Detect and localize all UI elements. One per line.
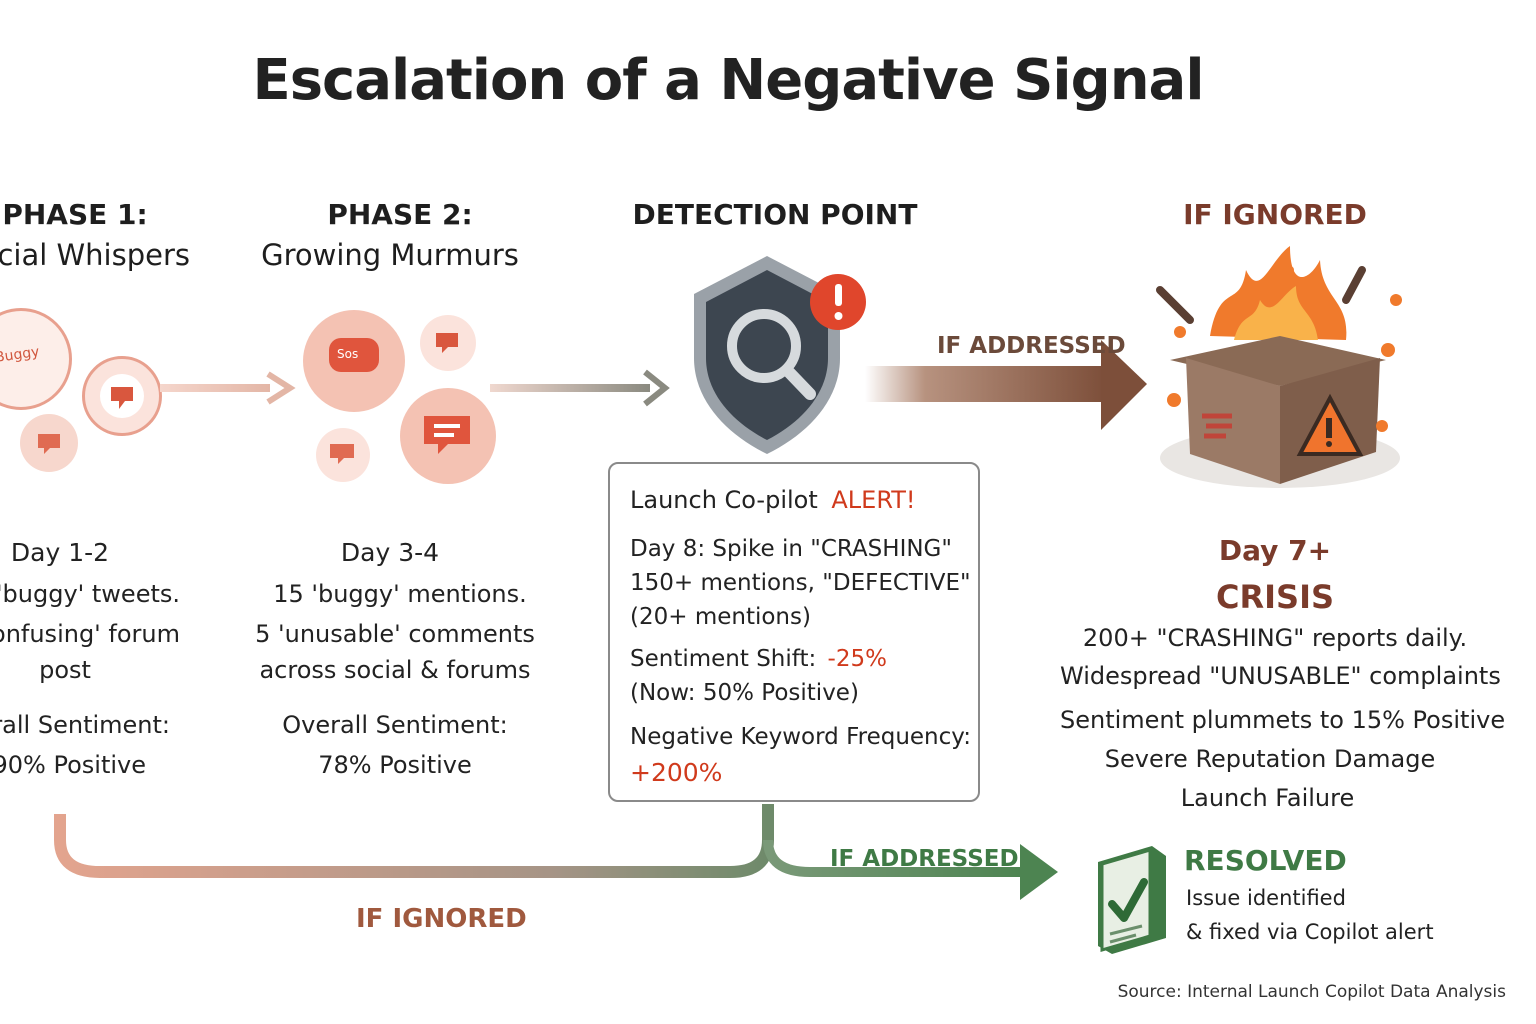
- detection-heading: DETECTION POINT: [632, 198, 918, 231]
- ignored-heading: IF IGNORED: [1183, 198, 1367, 231]
- lower-path: [54, 804, 1058, 900]
- lower-addressed-label: IF ADDRESSED: [830, 846, 1019, 872]
- crisis-line-1: 200+ "CRASHING" reports daily.: [1082, 624, 1468, 652]
- alert-line-3: (20+ mentions): [630, 604, 811, 630]
- phase2-detail-3: across social & forums: [259, 656, 531, 684]
- shield-search-icon: [694, 256, 866, 454]
- phase1-sentiment-label: Overall Sentiment:: [0, 711, 170, 739]
- phase2-detail-2: 5 'unusable' comments: [255, 620, 535, 648]
- bubble-label: Sos: [337, 347, 359, 361]
- alert-app-name: Launch Co-pilot: [630, 486, 818, 514]
- crisis-label: CRISIS: [1215, 578, 1335, 616]
- phase1-day: Day 1-2: [10, 538, 110, 567]
- thumbs-down-icon: [82, 356, 162, 436]
- phase2-sentiment-value: 78% Positive: [318, 751, 472, 779]
- lower-ignored-label: IF IGNORED: [356, 904, 527, 934]
- resolved-line-2: & fixed via Copilot alert: [1186, 920, 1434, 944]
- phase2-heading: PHASE 2:: [327, 198, 473, 231]
- chat-icon: [420, 315, 476, 371]
- speech-bubble-icon: Sos: [303, 310, 405, 412]
- shift-value: -25%: [827, 646, 887, 672]
- alert-frequency-label: Negative Keyword Frequency:: [630, 724, 971, 750]
- upper-arrow-label: IF ADDRESSED: [937, 333, 1126, 359]
- source-footer: Source: Internal Launch Copilot Data Ana…: [1117, 982, 1506, 1002]
- alert-frequency-value: +200%: [630, 758, 723, 787]
- burning-box-icon: [1156, 246, 1402, 488]
- arrow-phase1-to-phase2: [160, 371, 296, 405]
- speech-bubble-icon: Buggy: [0, 308, 72, 410]
- resolved-heading: RESOLVED: [1184, 844, 1347, 877]
- bubble-label: Buggy: [0, 343, 41, 367]
- crisis-line-2: Widespread "UNUSABLE" complaints: [1060, 662, 1501, 690]
- phase2-day: Day 3-4: [340, 538, 440, 567]
- resolved-line-1: Issue identified: [1186, 886, 1346, 910]
- alert-line-2: 150+ mentions, "DEFECTIVE": [630, 570, 971, 596]
- arrow-upper: [865, 340, 1147, 430]
- phase2-sentiment-label: Overall Sentiment:: [282, 711, 508, 739]
- checked-document-icon: [1098, 846, 1166, 954]
- chat-icon: [316, 428, 370, 482]
- crisis-line-5: Launch Failure: [1180, 784, 1355, 812]
- phase2-subheading: Growing Murmurs: [261, 238, 519, 272]
- crisis-line-4: Severe Reputation Damage: [1104, 745, 1436, 773]
- phase1-subheading: Social Whispers: [0, 238, 190, 272]
- crisis-line-3: Sentiment plummets to 15% Positive: [1060, 706, 1506, 734]
- phase2-detail-1: 15 'buggy' mentions.: [273, 580, 527, 608]
- chat-icon: [20, 414, 78, 472]
- page-title: Escalation of a Negative Signal: [252, 48, 1204, 113]
- phase1-sentiment-value: 90% Positive: [0, 751, 146, 779]
- shift-label: Sentiment Shift:: [630, 646, 817, 672]
- phase1-heading: PHASE 1:: [2, 198, 148, 231]
- alert-title: Launch Co-pilot ALERT!: [630, 486, 916, 514]
- copilot-alert-card: Launch Co-pilot ALERT! Day 8: Spike in "…: [608, 462, 980, 802]
- chat-icon: [400, 388, 496, 484]
- alert-line-1: Day 8: Spike in "CRASHING": [630, 536, 952, 562]
- alert-flag: ALERT!: [831, 486, 916, 514]
- phase1-detail-3: post: [39, 656, 91, 684]
- phase1-detail-1: 3 'buggy' tweets.: [0, 580, 180, 608]
- phase1-detail-2: 2 'confusing' forum: [0, 620, 180, 648]
- alert-now: (Now: 50% Positive): [630, 680, 859, 706]
- alert-sentiment-shift: Sentiment Shift: -25%: [630, 646, 887, 672]
- arrow-phase2-to-detection: [490, 369, 670, 407]
- crisis-day: Day 7+: [1218, 534, 1332, 567]
